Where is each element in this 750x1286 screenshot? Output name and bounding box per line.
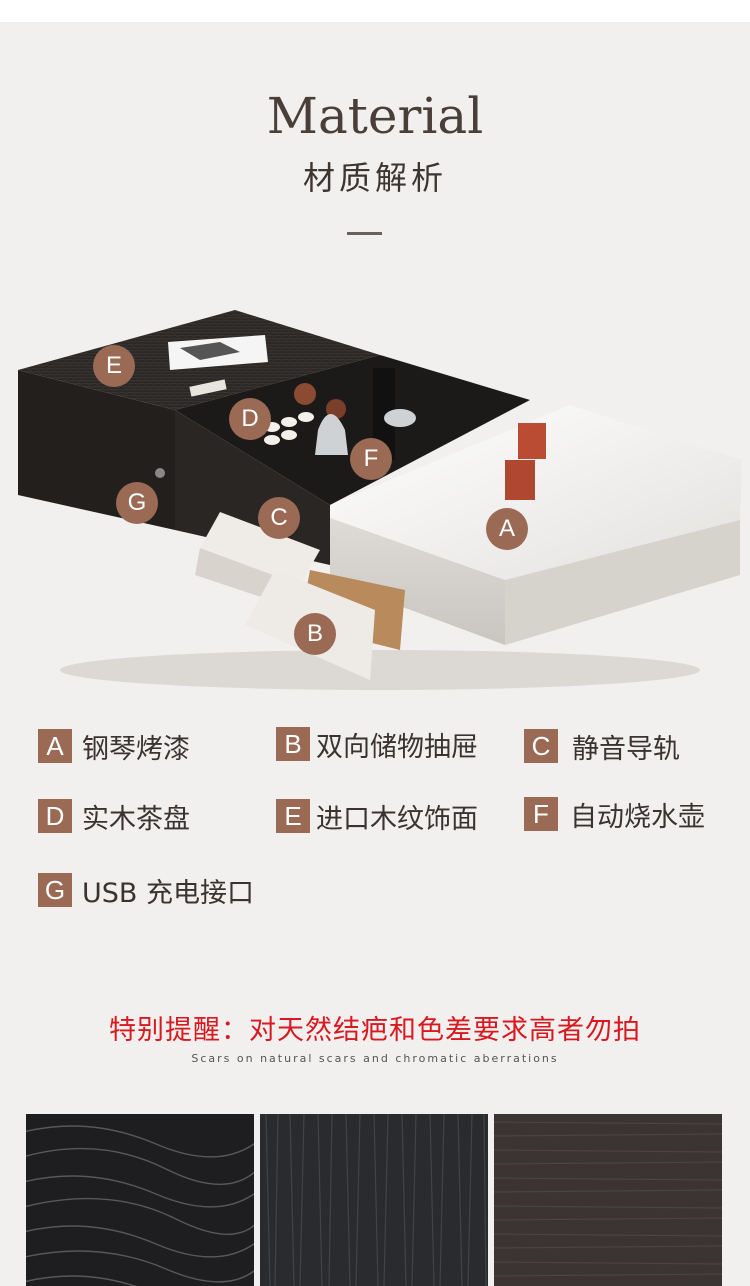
title-divider xyxy=(347,232,382,235)
marker-b: B xyxy=(294,613,336,655)
swatch-straight-grain xyxy=(260,1114,488,1286)
legend-item-a: A 钢琴烤漆 xyxy=(38,728,190,765)
legend-item-e: E 进口木纹饰面 xyxy=(276,798,478,835)
legend-label: USB 充电接口 xyxy=(82,877,255,909)
legend-label: 自动烧水壶 xyxy=(570,801,705,833)
legend-badge: C xyxy=(524,729,558,763)
product-image: E D F G C A B xyxy=(0,280,750,700)
legend-item-f: F 自动烧水壶 xyxy=(524,796,705,833)
legend-badge: B xyxy=(276,727,310,761)
page-subtitle: 材质解析 xyxy=(302,159,447,197)
legend-badge: F xyxy=(524,797,558,831)
swatch-horizontal-grain xyxy=(494,1114,722,1286)
swatch-horizontal-grain-image xyxy=(494,1114,722,1286)
legend-badge: G xyxy=(38,873,72,907)
legend-badge: A xyxy=(38,729,72,763)
legend-badge: D xyxy=(38,799,72,833)
legend-label: 静音导轨 xyxy=(572,733,680,765)
marker-f: F xyxy=(350,438,392,480)
legend-label: 实木茶盘 xyxy=(82,803,190,835)
legend-label: 钢琴烤漆 xyxy=(82,733,190,765)
legend-item-d: D 实木茶盘 xyxy=(38,798,190,835)
page-title: Material xyxy=(266,87,484,145)
marker-a: A xyxy=(486,508,528,550)
top-band xyxy=(0,0,750,22)
legend-label: 进口木纹饰面 xyxy=(316,803,478,835)
notice-text: 特别提醒：对天然结疤和色差要求高者勿拍 xyxy=(109,1015,641,1046)
swatch-oak-grain-image xyxy=(26,1114,254,1286)
legend-item-b: B 双向储物抽屉 xyxy=(276,726,478,763)
tea-table-illustration xyxy=(18,310,742,690)
legend-label: 双向储物抽屉 xyxy=(316,731,478,763)
marker-d: D xyxy=(229,398,271,440)
legend-badge: E xyxy=(276,799,310,833)
legend-item-c: C 静音导轨 xyxy=(524,728,680,765)
notice-subtext: Scars on natural scars and chromatic abe… xyxy=(191,1052,559,1065)
swatch-straight-grain-image xyxy=(260,1114,488,1286)
swatch-oak-grain xyxy=(26,1114,254,1286)
marker-c: C xyxy=(258,497,300,539)
marker-e: E xyxy=(93,345,135,387)
legend-item-g: G USB 充电接口 xyxy=(38,872,255,909)
marker-g: G xyxy=(116,482,158,524)
